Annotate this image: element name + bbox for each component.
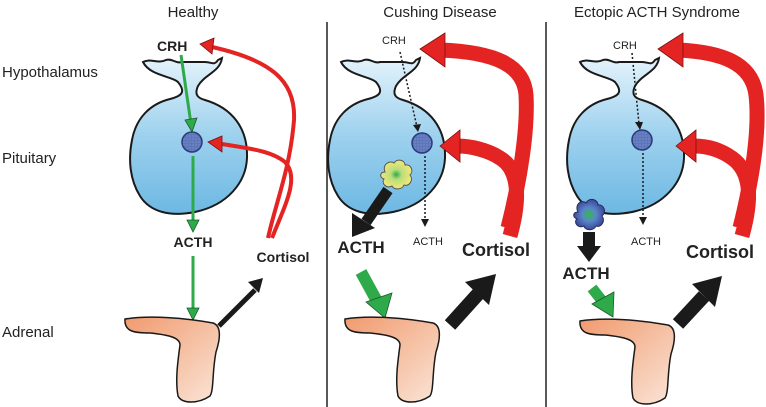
label-cortisol: Cortisol — [462, 240, 530, 260]
cortisol-output-arrow-head — [465, 274, 496, 305]
hypothalamus-pituitary-gland — [327, 56, 447, 215]
panel-title-ectopic: Ectopic ACTH Syndrome — [574, 4, 740, 21]
label-acth: ACTH — [174, 234, 213, 250]
acth-pituitary-arrow-head — [639, 217, 647, 225]
acth-tumor-arrow-head — [577, 246, 601, 262]
crh-arrow — [399, 51, 418, 128]
row-label-adrenal: Adrenal — [2, 324, 54, 341]
label-acth-pituitary: ACTH — [631, 236, 661, 248]
acth-adrenal-arrow-head — [591, 291, 615, 318]
crh-arrow — [179, 54, 193, 125]
cortisol-feedback-pituitary-head — [675, 129, 697, 163]
row-label-pituitary: Pituitary — [2, 150, 57, 167]
cortisol-feedback-hypothalamus-head — [657, 32, 684, 68]
label-acth-pituitary: ACTH — [413, 236, 443, 248]
adrenal-gland — [124, 316, 221, 403]
acth-adrenal-arrow-head — [186, 307, 200, 321]
acth-tumor-arrow-head — [352, 213, 375, 237]
acth-adrenal-arrow-head — [365, 292, 393, 319]
acth-pituitary-arrow-head — [186, 219, 200, 233]
acth-pituitary-arrow-head — [421, 219, 429, 227]
cortisol-feedback-pituitary — [457, 138, 525, 239]
adrenal-gland — [579, 318, 676, 405]
cortisol-feedback-pituitary-head — [439, 129, 461, 163]
crh-arrow-head — [413, 124, 421, 132]
cortisol-feedback-hypothalamus-head — [199, 37, 215, 55]
cortisol-output-arrow-head — [692, 276, 722, 307]
cortisol-feedback-hypothalamus-head — [419, 32, 446, 68]
cortisol-feedback-hypothalamus — [211, 45, 297, 239]
cortisol-output-arrow — [672, 291, 710, 329]
label-crh: CRH — [613, 40, 637, 52]
cortisol-feedback-pituitary-head — [207, 135, 223, 153]
panel-cushing: CRH ACTH ACTH Cortisol — [327, 32, 534, 403]
label-acth: ACTH — [337, 238, 384, 257]
label-cortisol: Cortisol — [686, 242, 754, 262]
cortisol-output-arrow — [217, 288, 257, 328]
pituitary-nucleus — [411, 132, 433, 154]
row-label-hypothalamus: Hypothalamus — [2, 64, 98, 81]
pituitary-nucleus — [181, 131, 203, 153]
pituitary-tumor — [380, 159, 413, 190]
panel-healthy: CRH ACTH Cortisol — [124, 37, 310, 403]
cortisol-output-arrow — [444, 289, 484, 330]
panel-ectopic: CRH ACTH ACTH Cortisol — [562, 32, 765, 405]
label-cortisol: Cortisol — [257, 249, 310, 265]
cortisol-feedback-pituitary — [221, 142, 294, 239]
adrenal-gland — [344, 316, 441, 403]
panel-title-cushing: Cushing Disease — [383, 4, 496, 21]
crh-arrow-head — [184, 117, 198, 133]
panel-title-healthy: Healthy — [168, 4, 219, 21]
crh-arrow-head — [635, 122, 643, 130]
label-acth: ACTH — [562, 264, 609, 283]
cortisol-feedback-pituitary — [693, 138, 757, 239]
pituitary-nucleus — [631, 129, 653, 151]
cortisol-output-arrow-head — [248, 278, 263, 293]
ectopic-tumor — [573, 198, 606, 231]
acth-tumor-arrow — [361, 186, 393, 226]
label-crh: CRH — [382, 35, 406, 47]
acth-adrenal-arrow — [355, 269, 384, 306]
hypothalamus-pituitary-gland — [566, 56, 686, 215]
label-crh: CRH — [157, 38, 187, 54]
